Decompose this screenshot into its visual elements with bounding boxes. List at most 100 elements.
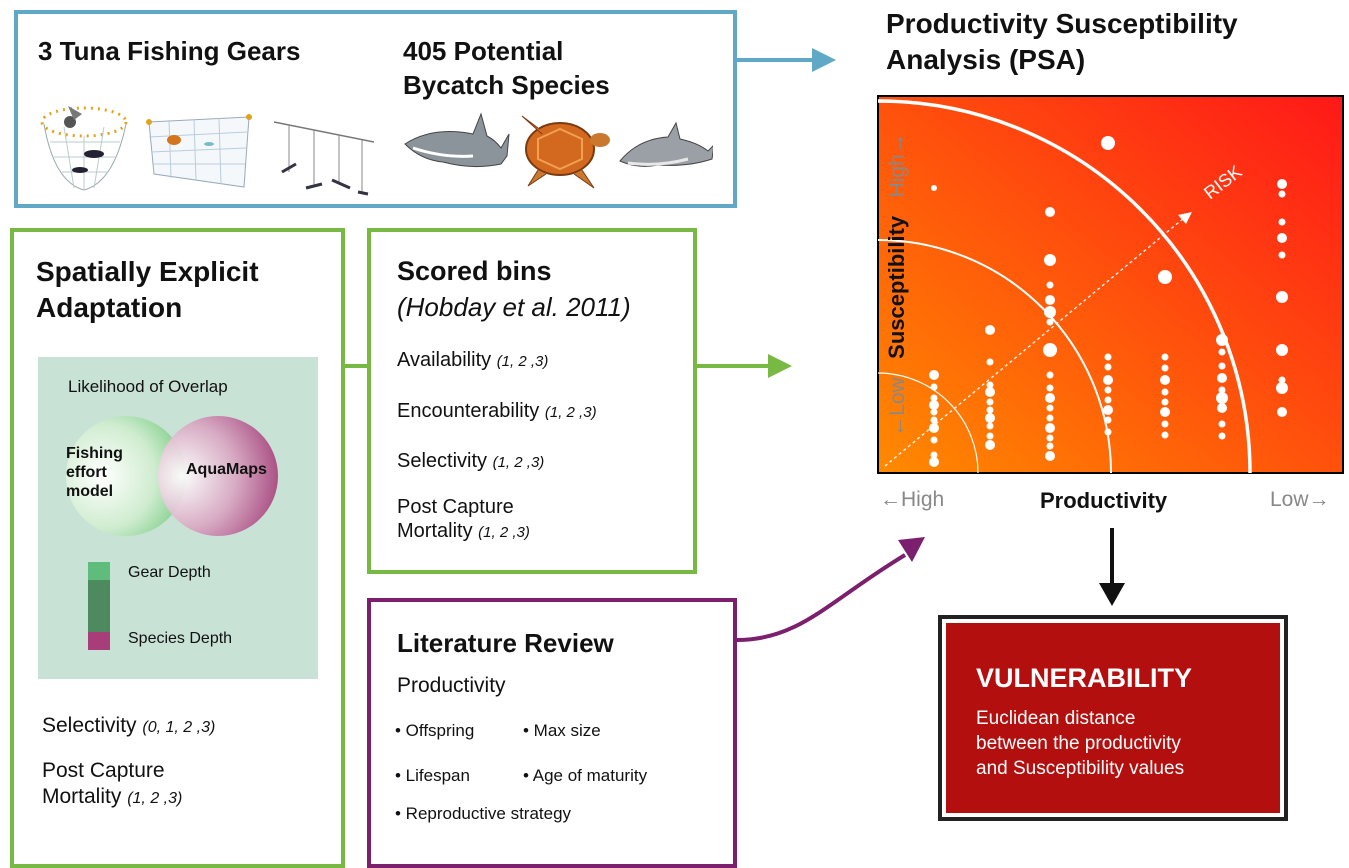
scatter-point (1158, 270, 1172, 284)
y-axis-labels: ←Low Susceptibility High→ (884, 95, 924, 475)
bullet-lifespan: • Lifespan (395, 766, 470, 785)
x-axis-high: ←High (880, 488, 945, 511)
scatter-point (931, 185, 937, 191)
fishing-label-3: model (66, 483, 114, 500)
species-depth-label: Species Depth (128, 630, 233, 647)
bullet-age-of-maturity: • Age of maturity (523, 766, 648, 785)
fishing-effort-circle (66, 416, 186, 536)
scored-citation: (Hobday et al. 2011) (397, 292, 631, 322)
scatter-point (986, 381, 994, 389)
spatial-pcm-line1: Post Capture (42, 759, 165, 782)
scatter-point (1161, 420, 1169, 428)
vulnerability-panel: VULNERABILITY Euclidean distance between… (938, 615, 1288, 821)
scatter-point (986, 398, 994, 406)
spatial-selectivity-label: Selectivity (42, 714, 137, 737)
scatter-point (1044, 254, 1056, 266)
scatter-point (1104, 396, 1112, 404)
scatter-point (1278, 218, 1286, 226)
scatter-point (930, 383, 938, 391)
spatial-title-line1: Spatially Explicit (36, 256, 259, 287)
scored-pcm-line2: Mortality (1, 2 ,3) (397, 520, 530, 543)
spatial-adaptation-panel: Spatially Explicit Adaptation Likelihood… (10, 228, 345, 868)
bullet-max-size: • Max size (523, 721, 601, 740)
psa-plot: RISK (877, 95, 1344, 474)
scatter-point (1161, 431, 1169, 439)
scatter-point (1104, 353, 1112, 361)
longline-icon (273, 121, 374, 196)
dolphin-icon (619, 121, 713, 167)
psa-plot-area (877, 95, 1344, 474)
scored-item-selectivity: Selectivity (1, 2 ,3) (397, 450, 544, 473)
venn-diagram (66, 416, 278, 536)
fishing-label-2: effort (66, 464, 107, 481)
scored-item-label: Encounterability (397, 400, 540, 422)
scored-item-availability: Availability (1, 2 ,3) (397, 349, 548, 372)
scored-item-encounterability: Encounterability (1, 2 ,3) (397, 400, 597, 423)
scatter-point (1044, 306, 1056, 318)
scatter-point (1104, 363, 1112, 371)
scatter-point (1218, 362, 1226, 370)
scored-item-label: Selectivity (397, 450, 488, 472)
gear-depth-label: Gear Depth (128, 564, 211, 581)
purse-seine-icon (40, 106, 128, 191)
scatter-point (1218, 386, 1226, 394)
scatter-point (986, 358, 994, 366)
scatter-point (1276, 344, 1288, 356)
risk-direction-line (884, 217, 1185, 467)
scatter-point (929, 400, 939, 410)
scatter-point (1045, 393, 1055, 403)
scatter-point (986, 432, 994, 440)
scored-pcm-label: Mortality (397, 520, 473, 542)
vulnerability-inner: VULNERABILITY Euclidean distance between… (946, 623, 1280, 813)
scatter-point (985, 325, 995, 335)
fishing-label-1: Fishing (66, 445, 123, 462)
scatter-point (930, 394, 938, 402)
scatter-point (1045, 451, 1055, 461)
spatial-pcm-line2: Mortality (1, 2 ,3) (42, 785, 182, 809)
psa-scatter-points (929, 136, 1288, 467)
scatter-point (1160, 375, 1170, 385)
scatter-point (1218, 420, 1226, 428)
scatter-point (1218, 348, 1226, 356)
depth-bar (88, 562, 110, 650)
scatter-point (1046, 442, 1054, 450)
scatter-point (1218, 432, 1226, 440)
arrow-literature-to-psa (736, 537, 925, 642)
scatter-point (1043, 343, 1057, 357)
scatter-point (1277, 179, 1287, 189)
species-icons (404, 112, 713, 189)
arrow-gears-to-psa (737, 48, 836, 72)
shark-icon (404, 112, 510, 168)
overlap-diagram: Likelihood of Overlap Fishing effort mod… (38, 357, 318, 679)
scored-item-scores: (1, 2 ,3) (492, 454, 545, 471)
scored-item-scores: (1, 2 ,3) (544, 404, 597, 421)
scatter-point (1161, 353, 1169, 361)
scatter-point (1217, 403, 1227, 413)
bullet-offspring: • Offspring (395, 721, 475, 740)
scatter-point (930, 436, 938, 444)
scatter-point (1277, 233, 1287, 243)
scatter-point (1160, 407, 1170, 417)
vulnerability-desc-line1: Euclidean distance (976, 708, 1136, 729)
gears-species-panel: 3 Tuna Fishing Gears 405 Potential Bycat… (14, 10, 737, 208)
vulnerability-desc-line2: between the productivity (976, 733, 1181, 754)
spatial-pcm-scores: (1, 2 ,3) (127, 790, 183, 807)
y-axis-low: ←Low (886, 377, 909, 437)
scatter-point (1045, 295, 1055, 305)
aquamaps-circle (158, 416, 278, 536)
scored-item-scores: (1, 2 ,3) (496, 353, 549, 370)
overlap-title: Likelihood of Overlap (68, 377, 228, 396)
scatter-point (1216, 392, 1228, 404)
scatter-point (930, 451, 938, 459)
sea-turtle-icon (521, 115, 610, 189)
scatter-point (1161, 388, 1169, 396)
scatter-point (1046, 371, 1054, 379)
scatter-point (1277, 407, 1287, 417)
scatter-point (1046, 384, 1054, 392)
scatter-point (929, 370, 939, 380)
literature-title: Literature Review (397, 628, 614, 658)
literature-subtitle: Productivity (397, 674, 506, 697)
scored-pcm-line1: Post Capture (397, 496, 514, 518)
scatter-point (1045, 423, 1055, 433)
scatter-point (1104, 386, 1112, 394)
